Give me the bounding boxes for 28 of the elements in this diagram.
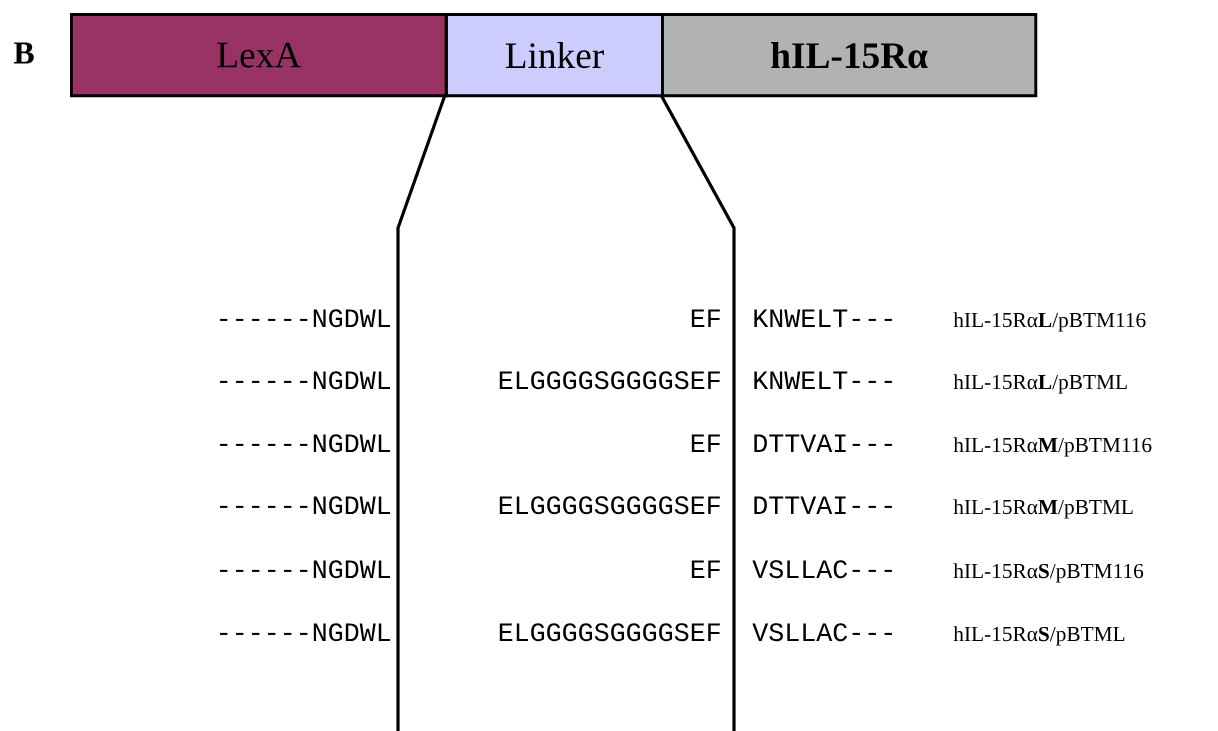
sequence: ELGGGGSGGGGSEF <box>499 623 720 642</box>
sequence: ------NGDWL <box>220 434 391 453</box>
sequence: ------NGDWL <box>220 560 391 579</box>
sequence: KNWELT--- <box>754 309 892 327</box>
sequence: ELGGGGSGGGGSEF <box>499 371 720 390</box>
construct-name: hIL-15RαM/pBTML <box>953 499 1133 519</box>
sequence: ------NGDWL <box>220 496 391 515</box>
sequence: ------NGDWL <box>220 623 391 642</box>
sequence: EF <box>691 434 720 452</box>
sequence: VSLLAC--- <box>752 623 892 642</box>
sequence: EF <box>691 560 720 578</box>
sequence: EF <box>691 309 720 327</box>
panel-letter: B <box>13 42 34 64</box>
construct-name: hIL-15RαM/pBTM116 <box>953 437 1152 457</box>
domain-box: Linker <box>445 13 664 98</box>
construct-name: hIL-15RαL/pBTML <box>953 374 1127 394</box>
construct-name: hIL-15RαL/pBTM116 <box>953 312 1146 332</box>
sequence: KNWELT--- <box>754 371 892 389</box>
sequence: ELGGGGSGGGGSEF <box>499 496 720 515</box>
construct-name: hIL-15RαS/pBTM116 <box>953 563 1144 583</box>
sequence: DTTVAI--- <box>754 496 892 514</box>
sequence: DTTVAI--- <box>754 434 892 452</box>
sequence: ------NGDWL <box>220 309 391 328</box>
domain-box: LexA <box>70 13 448 98</box>
domain-box: hIL-15Rα <box>661 13 1038 98</box>
sequence: VSLLAC--- <box>752 560 892 579</box>
sequence: ------NGDWL <box>220 371 391 390</box>
construct-name: hIL-15RαS/pBTML <box>953 626 1125 646</box>
